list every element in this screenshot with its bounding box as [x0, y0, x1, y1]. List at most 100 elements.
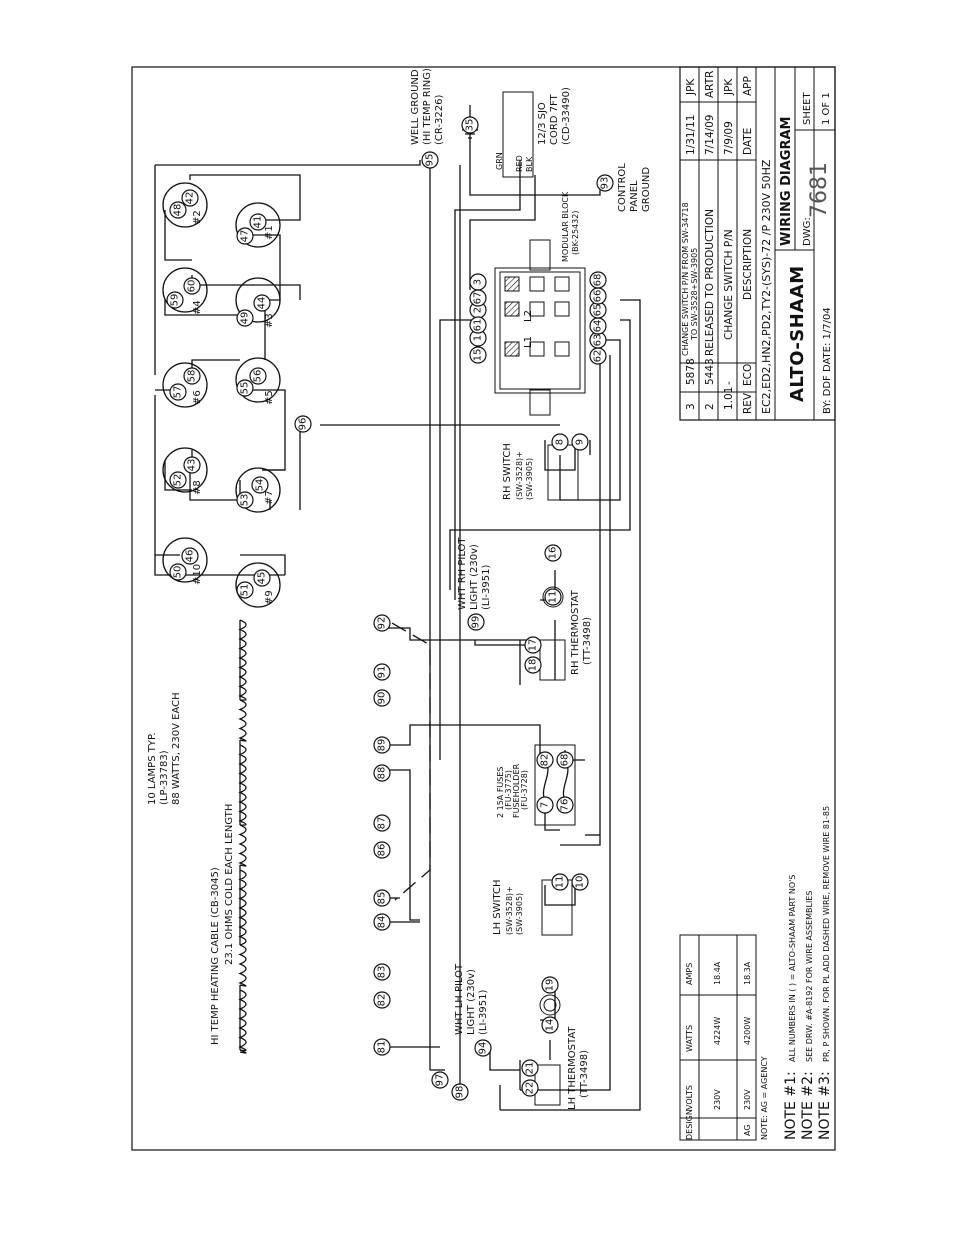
lamps-label-1: 10 LAMPS TYP.	[147, 732, 158, 805]
wire-marker-21: 21	[521, 1059, 539, 1077]
svg-text:83: 83	[377, 966, 388, 979]
svg-text:64: 64	[593, 320, 604, 333]
wire-marker-44: 44	[253, 294, 271, 312]
table-row-2-amps: 18.3A	[743, 961, 752, 985]
brand-logo: ALTO-SHAAM	[787, 265, 808, 402]
cp-ground-label-1: CONTROL	[617, 163, 628, 212]
block-terminal	[529, 341, 545, 357]
wire-marker-90: 90	[373, 689, 391, 707]
wire-marker-14: 14	[541, 1016, 559, 1034]
svg-text:60: 60	[187, 280, 198, 293]
modular-block-label-2: (BK-25432)	[571, 211, 580, 255]
svg-text:67: 67	[473, 292, 484, 305]
wire-marker-42: 42	[181, 189, 199, 207]
lamp-5: #5	[235, 357, 281, 405]
svg-text:54: 54	[255, 479, 266, 492]
rh-switch-label-1: RH SWITCH	[502, 443, 513, 500]
svg-text:48: 48	[173, 204, 184, 217]
note-3-text: PR, P SHOWN. FOR PL ADD DASHED WIRE, REM…	[822, 806, 831, 1062]
svg-text:3: 3	[473, 279, 484, 285]
svg-text:63: 63	[593, 334, 604, 347]
svg-text:82: 82	[377, 994, 388, 1007]
rh-pilot-label-2: LIGHT (230v)	[469, 544, 480, 610]
table-row-2-watts: 4200W	[743, 1017, 752, 1045]
title-block	[679, 66, 836, 421]
lamp-7: #7	[235, 467, 281, 513]
svg-text:35: 35	[465, 119, 476, 132]
svg-text:57: 57	[173, 386, 184, 399]
wire-marker-48: 48	[169, 201, 187, 219]
lh-thermostat-label-1: LH THERMOSTAT	[567, 1026, 578, 1110]
wire-marker-49: 49	[236, 309, 254, 327]
lamp-number-2: #2	[192, 210, 203, 225]
lamps-label-3: 88 WATTS, 230V EACH	[171, 692, 182, 805]
wire-marker-15: 15	[469, 346, 487, 364]
wire-marker-66: 66	[589, 287, 607, 305]
wire-marker-16: 16	[544, 544, 562, 562]
rev-1-desc: CHANGE SWITCH P/N	[723, 229, 735, 340]
note-1-text: ALL NUMBERS IN ( ) = ALTO-SHAAM PART NO'…	[788, 875, 797, 1062]
power-cord-block	[502, 91, 534, 178]
rh-thermostat-label-1: RH THERMOSTAT	[570, 589, 581, 675]
wire-marker-62: 62	[589, 347, 607, 365]
svg-text:66: 66	[593, 290, 604, 303]
lh-thermostat-body	[534, 1064, 561, 1106]
drawn-by: BY: DDF DATE: 1/7/04	[822, 307, 833, 414]
wire-marker-98: 98	[451, 1083, 469, 1101]
svg-text:94: 94	[478, 1042, 489, 1055]
table-row-1-amps: 18.4A	[713, 961, 722, 985]
table-row-1-volts: 230V	[713, 1089, 722, 1110]
rev-3-date: 1/31/11	[685, 115, 697, 155]
table-row-2-design: AG	[743, 1124, 752, 1136]
svg-text:62: 62	[593, 350, 604, 363]
svg-text:19: 19	[545, 979, 556, 992]
svg-text:49: 49	[240, 312, 251, 325]
lamp-number-6: #6	[192, 390, 203, 405]
cable-label-1: HI TEMP HEATING CABLE (CB-3045)	[210, 867, 221, 1045]
svg-text:59: 59	[170, 294, 181, 307]
label-l1: L1	[523, 336, 534, 348]
svg-text:8: 8	[555, 439, 566, 445]
table-header-volts: VOLTS	[685, 1085, 694, 1110]
wire-marker-51: 51	[236, 581, 254, 599]
svg-text:50: 50	[173, 566, 184, 579]
agency-table	[679, 934, 757, 1141]
lamp-number-8: #8	[192, 480, 203, 495]
svg-text:44: 44	[257, 297, 268, 310]
svg-text:92: 92	[377, 617, 388, 630]
rev-3-desc-1: CHANGE SWITCH P/N FROM SW-34718	[681, 202, 690, 356]
wire-marker-89: 89	[373, 736, 391, 754]
lamp-4: #4	[162, 267, 208, 315]
rev-3-app: JPK	[685, 78, 697, 96]
lamps: #1#2#3#4#5#6#7#8#9#10	[162, 182, 281, 608]
wire-marker-84: 84	[373, 913, 391, 931]
rev-1-eco: -	[723, 381, 735, 385]
rev-header-app: APP	[742, 76, 754, 96]
rev-2-desc: RELEASED TO PRODUCTION	[704, 209, 716, 356]
wire-marker-91: 91	[373, 663, 391, 681]
well-ground-label-3: (CR-3226)	[434, 95, 445, 145]
wire-marker-3: 3	[469, 273, 487, 291]
svg-text:17: 17	[528, 639, 539, 652]
wire-marker-60: 60	[183, 277, 201, 295]
fuse-holder	[534, 744, 576, 826]
svg-text:46: 46	[185, 550, 196, 563]
wire-marker-59: 59	[166, 291, 184, 309]
wire-marker-52: 52	[169, 471, 187, 489]
label-l2: L2	[523, 310, 534, 322]
svg-text:91: 91	[377, 666, 388, 679]
rh-pilot-label-3: (LI-3951)	[481, 565, 492, 610]
block-terminal	[504, 341, 520, 357]
svg-text:68: 68	[593, 274, 604, 287]
wire-blk-label: BLK	[525, 156, 534, 172]
block-terminal	[504, 301, 520, 317]
svg-text:45: 45	[257, 572, 268, 585]
rh-thermostat-label-2: (TT-3498)	[582, 617, 593, 665]
svg-text:90: 90	[377, 692, 388, 705]
wire-marker-41: 41	[249, 213, 267, 231]
lamp-number-7: #7	[264, 490, 275, 505]
sheet-value: 1 OF 1	[821, 92, 832, 125]
block-terminal	[504, 276, 520, 292]
svg-text:53: 53	[240, 494, 251, 507]
